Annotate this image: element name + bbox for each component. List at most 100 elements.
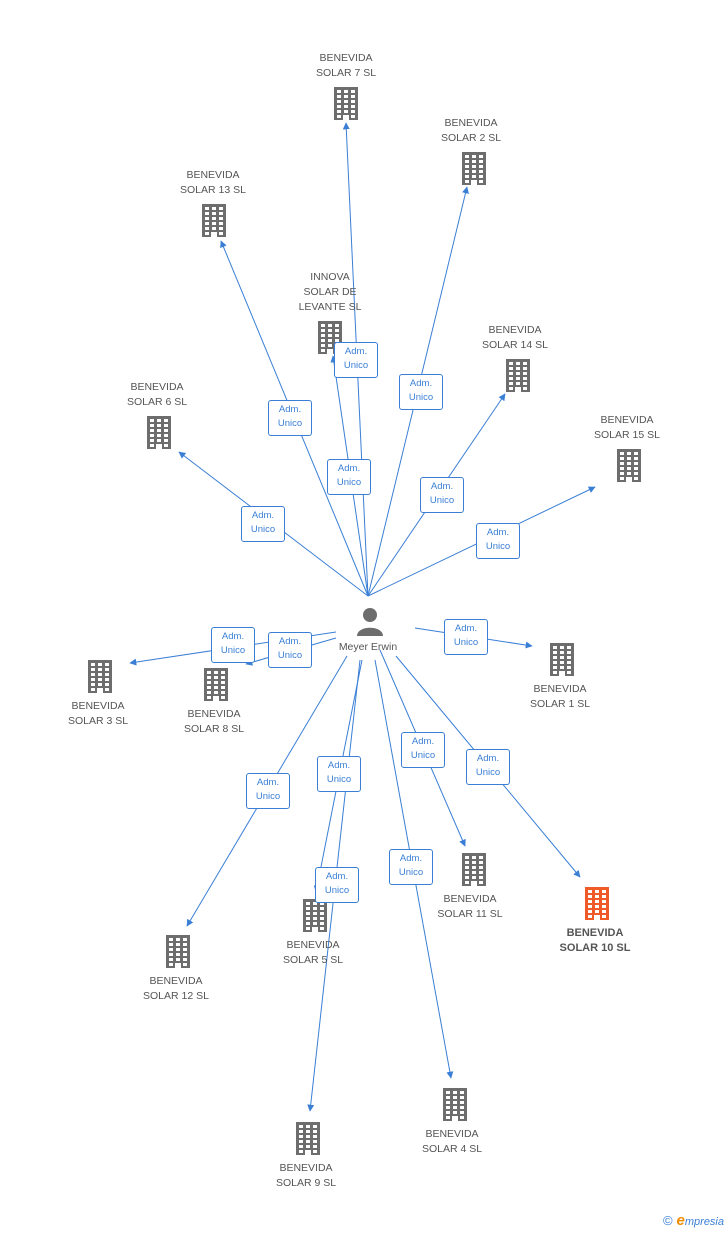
relation-label: Adm.Unico (389, 849, 433, 885)
relation-label-line: Unico (453, 637, 479, 648)
company-node-s9[interactable]: BENEVIDA SOLAR 9 SL (246, 1161, 366, 1191)
company-node-s7[interactable]: BENEVIDA SOLAR 7 SL (286, 51, 406, 81)
relation-label-line: Adm. (337, 463, 361, 474)
relation-label: Adm.Unico (317, 756, 361, 792)
company-name-line: BENEVIDA (443, 893, 497, 905)
building-icon[interactable] (549, 642, 575, 681)
relation-label-line: Unico (408, 392, 434, 403)
relation-label-line: Adm. (454, 623, 478, 634)
relation-label: Adm. Unico (315, 867, 359, 903)
company-name-line: SOLAR 2 SL (440, 132, 502, 144)
company-name-line: SOLAR 14 SL (482, 339, 548, 351)
company-node-s14[interactable]: BENEVIDA SOLAR 14 SL (455, 323, 575, 353)
company-name-line: SOLAR 5 SL (282, 954, 344, 966)
relation-label-line: Adm. (221, 631, 245, 642)
relation-label-line: Unico (250, 524, 276, 535)
relation-label-line: Unico (336, 477, 362, 488)
relation-label-line: Adm. (430, 481, 454, 492)
company-node-s1[interactable]: BENEVIDA SOLAR 1 SL (500, 682, 620, 712)
relation-label: Adm. Unico (246, 773, 290, 809)
company-name-line: BENEVIDA (488, 324, 542, 336)
relation-label: Adm.Unico (268, 632, 312, 668)
company-name-line: SOLAR 9 SL (275, 1177, 337, 1189)
company-name-line: BENEVIDA (533, 683, 587, 695)
relation-label-line: Adm. (411, 736, 435, 747)
relation-label-line: Adm. (251, 510, 275, 521)
company-node-s10[interactable]: BENEVIDA SOLAR 10 SL (535, 926, 655, 956)
company-node-s15[interactable]: BENEVIDA SOLAR 15 SL (567, 413, 687, 443)
company-name-line: SOLAR 8 SL (183, 723, 245, 735)
relation-label: Adm. Unico (420, 477, 464, 513)
company-name-line: BENEVIDA (149, 975, 203, 987)
building-icon[interactable] (505, 358, 531, 397)
relation-label: Adm.Unico (268, 400, 312, 436)
relation-label: Adm. Unico (444, 619, 488, 655)
relation-label: Adm. Unico (466, 749, 510, 785)
relation-label-line: Unico (475, 767, 501, 778)
relation-label: Adm. Unico (211, 627, 255, 663)
relation-label-line: Unico (410, 750, 436, 761)
company-name-line: SOLAR 1 SL (529, 698, 591, 710)
building-icon[interactable] (201, 203, 227, 242)
company-node-s12[interactable]: BENEVIDA SOLAR 12 SL (116, 974, 236, 1004)
building-icon[interactable] (203, 667, 229, 706)
relation-label-line: Adm. (325, 871, 349, 882)
relation-label-line: Adm. (278, 636, 302, 647)
company-name-line: SOLAR 15 SL (594, 429, 660, 441)
copyright-symbol: © (662, 1213, 673, 1228)
relation-label-line: Unico (220, 645, 246, 656)
company-name-line: SOLAR 4 SL (421, 1143, 483, 1155)
company-name-line: BENEVIDA (600, 414, 654, 426)
company-name-line: INNOVA (310, 271, 350, 283)
relation-label-line: Unico (324, 885, 350, 896)
company-node-s11[interactable]: BENEVIDA SOLAR 11 SL (410, 892, 530, 922)
company-name-line: SOLAR 6 SL (126, 396, 188, 408)
relation-label-line: Unico (429, 495, 455, 506)
relation-label-line: Unico (255, 791, 281, 802)
relation-label: Adm. Unico (241, 506, 285, 542)
building-icon[interactable] (165, 934, 191, 973)
building-icon[interactable] (333, 86, 359, 125)
relation-label-line: Unico (398, 867, 424, 878)
brand-name: mpresia (684, 1216, 724, 1228)
relation-label-line: Unico (277, 418, 303, 429)
building-icon[interactable] (295, 1121, 321, 1160)
company-name-line: BENEVIDA (279, 1162, 333, 1174)
brand-initial: e (676, 1212, 685, 1229)
person-icon (357, 608, 383, 636)
building-icon[interactable] (302, 898, 328, 937)
relation-label: Adm.Unico (334, 342, 378, 378)
person-name[interactable]: Meyer Erwin (338, 641, 398, 653)
company-name-line: SOLAR 10 SL (559, 942, 631, 954)
relation-label-line: Adm. (409, 378, 433, 389)
company-name-line: SOLAR 7 SL (315, 67, 377, 79)
building-icon[interactable] (87, 659, 113, 698)
company-node-s4[interactable]: BENEVIDA SOLAR 4 SL (392, 1127, 512, 1157)
company-name-line: BENEVIDA (319, 52, 373, 64)
company-name-line: SOLAR 11 SL (437, 908, 503, 920)
relation-label-line: Adm. (476, 753, 500, 764)
company-name-line: BENEVIDA (566, 927, 624, 939)
relation-label-line: Adm. (256, 777, 280, 788)
building-icon[interactable] (146, 415, 172, 454)
building-icon[interactable] (584, 886, 610, 925)
person-node[interactable] (352, 606, 388, 643)
company-name-line: BENEVIDA (425, 1128, 479, 1140)
building-icon[interactable] (442, 1087, 468, 1126)
relation-label: Adm. Unico (399, 374, 443, 410)
company-name-line: LEVANTE SL (298, 301, 362, 313)
building-icon[interactable] (616, 448, 642, 487)
building-icon[interactable] (461, 852, 487, 891)
relation-label-line: Adm. (486, 527, 510, 538)
footer-brand: ©empresia (663, 1212, 724, 1229)
building-icon[interactable] (461, 151, 487, 190)
company-name-line: SOLAR 12 SL (143, 990, 209, 1002)
relation-label-line: Unico (326, 774, 352, 785)
